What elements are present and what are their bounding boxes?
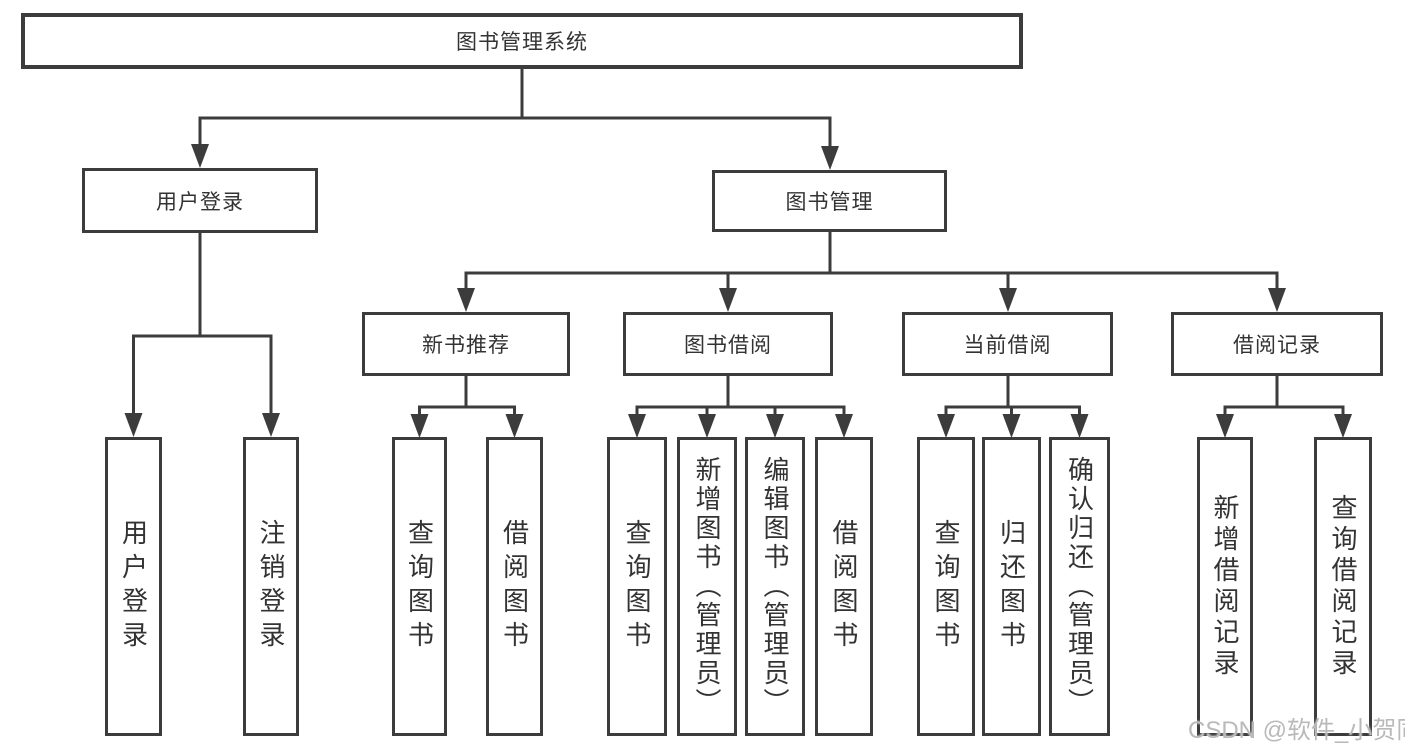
- node-query-books-current: 查询图书: [917, 437, 975, 736]
- node-label: 借阅图书: [499, 518, 530, 655]
- node-borrow-books-recommend: 借阅图书: [486, 437, 543, 736]
- node-label: 用户登录: [118, 518, 149, 655]
- node-logout-leaf: 注销登录: [243, 437, 299, 736]
- node-borrow-books-borrowing: 借阅图书: [815, 437, 873, 736]
- node-borrowing-records: 借阅记录: [1171, 312, 1383, 376]
- connector-current-to-children: [944, 374, 1081, 418]
- node-book-management: 图书管理: [712, 170, 947, 232]
- node-label: 确认归还（管理员）: [1064, 456, 1095, 717]
- node-label: 用户登录: [156, 190, 244, 214]
- node-label: 借阅图书: [829, 518, 859, 655]
- node-label: 查询图书: [931, 518, 961, 655]
- node-label: 归还图书: [996, 518, 1027, 655]
- node-label: 图书借阅: [684, 334, 772, 357]
- node-new-book-recommend: 新书推荐: [362, 312, 570, 376]
- csdn-watermark: CSDN @软件_小贺同学: [1188, 717, 1405, 744]
- node-return-books: 归还图书: [982, 437, 1041, 736]
- node-label: 新增图书（管理员）: [692, 456, 722, 717]
- node-current-borrowing: 当前借阅: [902, 312, 1113, 376]
- node-label: 新书推荐: [422, 334, 510, 357]
- node-label: 图书管理系统: [456, 31, 588, 54]
- node-root: 图书管理系统: [21, 13, 1023, 69]
- node-label: 查询图书: [404, 518, 435, 655]
- node-book-borrowing: 图书借阅: [623, 312, 833, 376]
- node-label: 查询借阅记录: [1328, 493, 1358, 680]
- node-label: 查询图书: [622, 518, 652, 655]
- node-add-borrow-record: 新增借阅记录: [1197, 437, 1253, 736]
- connector-borrowing-to-children: [635, 374, 846, 418]
- connector-bookmgmt-to-level2: [464, 230, 1279, 292]
- node-label: 借阅记录: [1233, 334, 1321, 357]
- node-edit-books-admin: 编辑图书（管理员）: [745, 437, 805, 736]
- connector-newbooks-to-children: [418, 374, 516, 418]
- node-query-books-borrowing: 查询图书: [607, 437, 667, 736]
- node-confirm-return-admin: 确认归还（管理员）: [1049, 437, 1110, 736]
- node-add-books-admin: 新增图书（管理员）: [677, 437, 737, 736]
- node-user-login: 用户登录: [82, 168, 318, 233]
- connector-root-to-level1: [198, 67, 832, 150]
- node-label: 图书管理: [785, 191, 874, 214]
- connector-records-to-children: [1223, 374, 1345, 418]
- arrowheads: [124, 144, 1352, 438]
- node-label: 当前借阅: [963, 334, 1052, 357]
- node-query-books-recommend: 查询图书: [392, 437, 447, 736]
- node-user-login-leaf: 用户登录: [105, 437, 162, 736]
- node-query-borrow-record: 查询借阅记录: [1314, 437, 1372, 736]
- node-label: 编辑图书（管理员）: [760, 456, 790, 717]
- connector-userlogin-to-children: [132, 231, 273, 417]
- node-label: 新增借阅记录: [1210, 493, 1240, 680]
- node-label: 注销登录: [256, 518, 286, 655]
